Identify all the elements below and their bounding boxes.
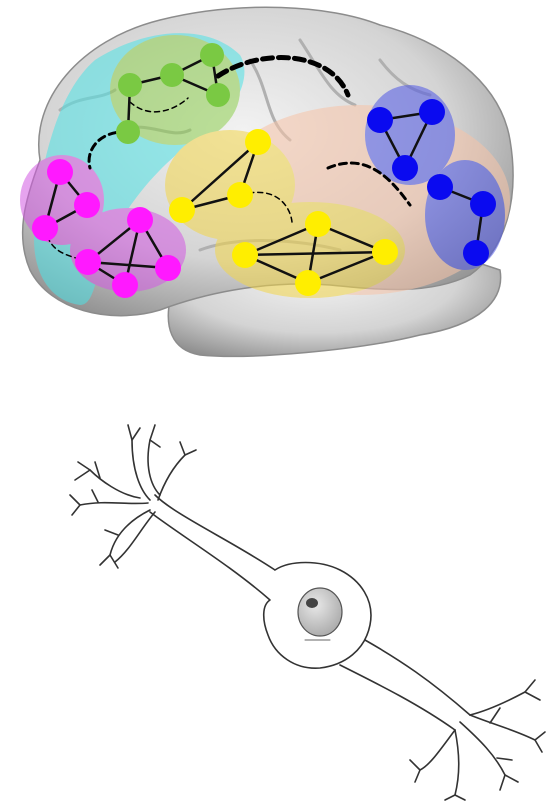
network-node — [75, 249, 101, 275]
network-node — [116, 120, 140, 144]
network-node — [74, 192, 100, 218]
brain — [20, 7, 513, 356]
network-node — [127, 207, 153, 233]
neuron — [70, 425, 545, 800]
network-node — [427, 174, 453, 200]
network-node — [367, 107, 393, 133]
network-node — [470, 191, 496, 217]
network-node — [47, 159, 73, 185]
network-node — [112, 272, 138, 298]
neuron-axon-top — [365, 640, 470, 715]
network-node — [32, 215, 58, 241]
neuron-nucleolus — [306, 598, 318, 608]
network-node — [463, 240, 489, 266]
neuron-axon-bottom — [340, 665, 455, 730]
neuron-nucleus — [298, 588, 342, 636]
network-node — [245, 129, 271, 155]
network-node — [169, 197, 195, 223]
network-node — [206, 83, 230, 107]
network-node — [227, 182, 253, 208]
network-node — [295, 270, 321, 296]
network-node — [155, 255, 181, 281]
network-node — [200, 43, 224, 67]
network-node — [160, 63, 184, 87]
neuron-proximal-process-top — [155, 495, 275, 570]
neuron-axon-terminals — [410, 680, 545, 800]
network-node — [419, 99, 445, 125]
network-node — [392, 155, 418, 181]
network-node — [305, 211, 331, 237]
neuron-upper-dendrites — [70, 425, 196, 568]
network-node — [118, 73, 142, 97]
network-node — [372, 239, 398, 265]
network-node — [232, 242, 258, 268]
